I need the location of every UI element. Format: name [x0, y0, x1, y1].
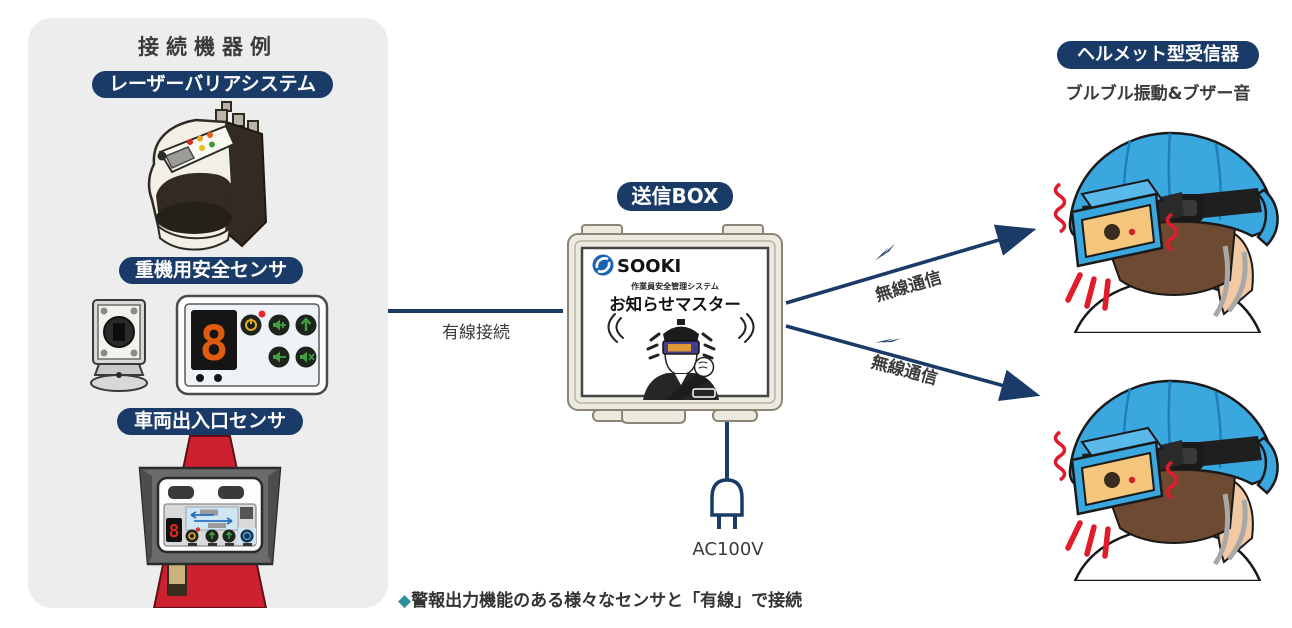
lightning-icon: [875, 243, 896, 261]
lightning-icon: [875, 338, 902, 343]
label-heavy-machinery-sensor: 重機用安全センサ: [119, 257, 303, 284]
diamond-bullet-icon: ◆: [398, 591, 412, 611]
segment-digit: 8: [200, 316, 229, 372]
vehicle-gate-sensor-icon: 8: [138, 435, 282, 608]
wired-connection-label: 有線接続: [442, 323, 510, 343]
power-label: AC100V: [692, 539, 764, 560]
label-helmet-receiver: ヘルメット型受信器: [1057, 41, 1259, 69]
worker-illustration: [607, 313, 755, 400]
helmet-receiver-illustration-bottom: [1020, 376, 1292, 581]
product-name-text: お知らせマスター: [609, 294, 741, 314]
sooki-logo: SOOKI: [592, 254, 681, 277]
segment-digit-small: 8: [169, 521, 180, 542]
label-laser-barrier-system: レーザーバリアシステム: [92, 71, 333, 98]
laser-barrier-scanner-icon: [147, 101, 268, 251]
helmet-receiver-subtitle: ブルブル振動&ブザー音: [1065, 84, 1251, 104]
power-plug-icon: [710, 478, 744, 529]
footer-note-text: 警報出力機能のある様々なセンサと「有線」で接続: [411, 591, 803, 611]
label-transmission-box: 送信BOX: [617, 182, 733, 211]
label-vehicle-gate-sensor: 車両出入口センサ: [117, 408, 303, 435]
system-name-text: 作業員安全管理システム: [631, 281, 719, 291]
helmet-receiver-illustration-top: [1020, 128, 1292, 333]
footer-note: ◆警報出力機能のある様々なセンサと「有線」で接続: [398, 586, 802, 611]
wireless-arrow-bottom: [785, 324, 1041, 401]
transmission-box-illustration: SOOKI 作業員安全管理システム お知らせマスター: [567, 224, 783, 424]
brand-text: SOOKI: [617, 256, 681, 277]
wireless-arrow-top: [785, 224, 1037, 305]
heavy-machinery-sensor-icon: 8: [90, 294, 329, 396]
panel-title: 接続機器例: [138, 35, 278, 59]
